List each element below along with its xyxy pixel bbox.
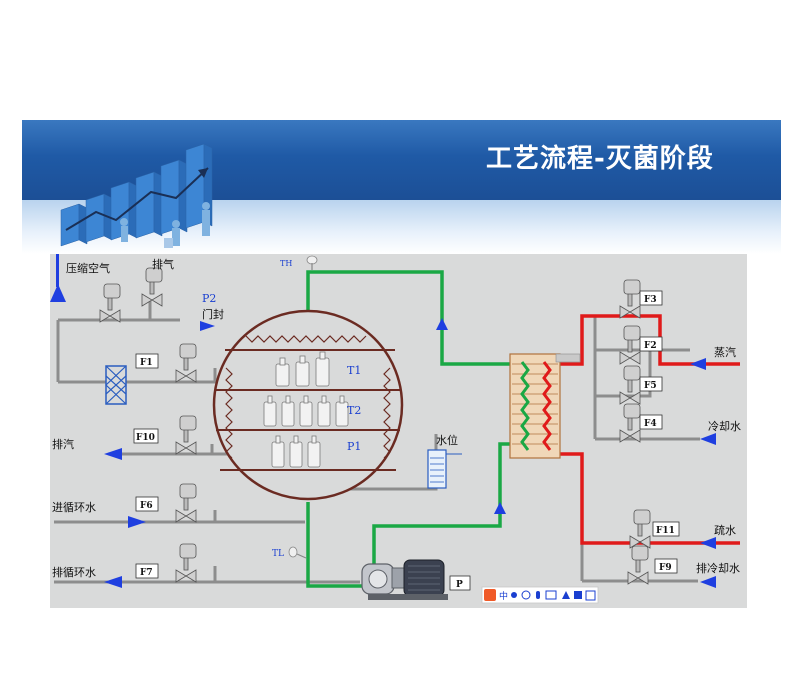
pump-tag: P [456, 580, 463, 590]
label-compressed-air: 压缩空气 [66, 261, 110, 275]
label-cooling-water: 冷却水 [708, 420, 741, 433]
emoji-icon[interactable] [521, 590, 531, 600]
valve-tag-f6: F6 [140, 501, 153, 511]
keyboard-icon[interactable] [545, 590, 557, 600]
label-th: TH [280, 259, 292, 268]
sogou-logo-icon [484, 589, 496, 601]
label-p1: P1 [347, 440, 361, 453]
thermometer-icon [306, 255, 318, 270]
punctuation-icon[interactable] [511, 592, 517, 598]
label-t1: T1 [347, 364, 361, 377]
ime-toolbar[interactable]: 中 [481, 586, 599, 604]
valve-tag-f9: F9 [659, 563, 672, 573]
bottles [263, 351, 349, 468]
valve-tag-f3: F3 [644, 295, 657, 305]
valve-tag-f4: F4 [644, 419, 657, 429]
toolbox-icon[interactable] [585, 590, 596, 601]
label-p2: P2 [202, 292, 216, 305]
filter [105, 365, 127, 405]
pump [361, 559, 448, 600]
label-tl: TL [272, 549, 284, 559]
label-drain-water: 疏水 [714, 523, 736, 537]
label-exhaust-top: 排气 [152, 257, 174, 271]
shirt-icon[interactable] [574, 591, 582, 599]
heat-exchanger [509, 353, 581, 459]
microphone-icon[interactable] [536, 591, 540, 599]
green-loop [306, 270, 520, 588]
label-water-level: 水位 [436, 433, 458, 447]
label-drain-cooling-water: 排冷却水 [696, 561, 740, 575]
valve-tag-f10: F10 [136, 433, 155, 443]
valves [99, 267, 651, 585]
valve-tags: F1 F10 F6 F7 F3 F2 F5 F4 F11 F9 P [133, 290, 680, 591]
label-inlet-circ-water: 进循环水 [52, 501, 96, 514]
valve-tag-f2: F2 [644, 341, 657, 351]
process-flow-diagram: F1 F10 F6 F7 F3 F2 F5 F4 F11 F9 P 压缩空气 排… [50, 254, 747, 608]
valve-tag-f1: F1 [140, 358, 153, 368]
label-steam: 蒸汽 [714, 345, 736, 359]
user-icon[interactable] [562, 591, 570, 599]
ime-mode-label[interactable]: 中 [499, 590, 508, 602]
water-level-gauge [427, 449, 462, 489]
valve-tag-f7: F7 [140, 568, 153, 578]
page-title: 工艺流程-灭菌阶段 [486, 144, 714, 174]
label-t2: T2 [347, 404, 361, 417]
label-door-seal: 门封 [202, 307, 224, 321]
bar-chart-logo-icon [60, 143, 213, 248]
valve-tag-f11: F11 [656, 526, 675, 536]
thermometer-icon-bottom [288, 546, 307, 559]
valve-tag-f5: F5 [644, 381, 657, 391]
label-exhaust-left: 排汽 [52, 437, 74, 451]
label-outlet-circ-water: 排循环水 [52, 565, 96, 579]
